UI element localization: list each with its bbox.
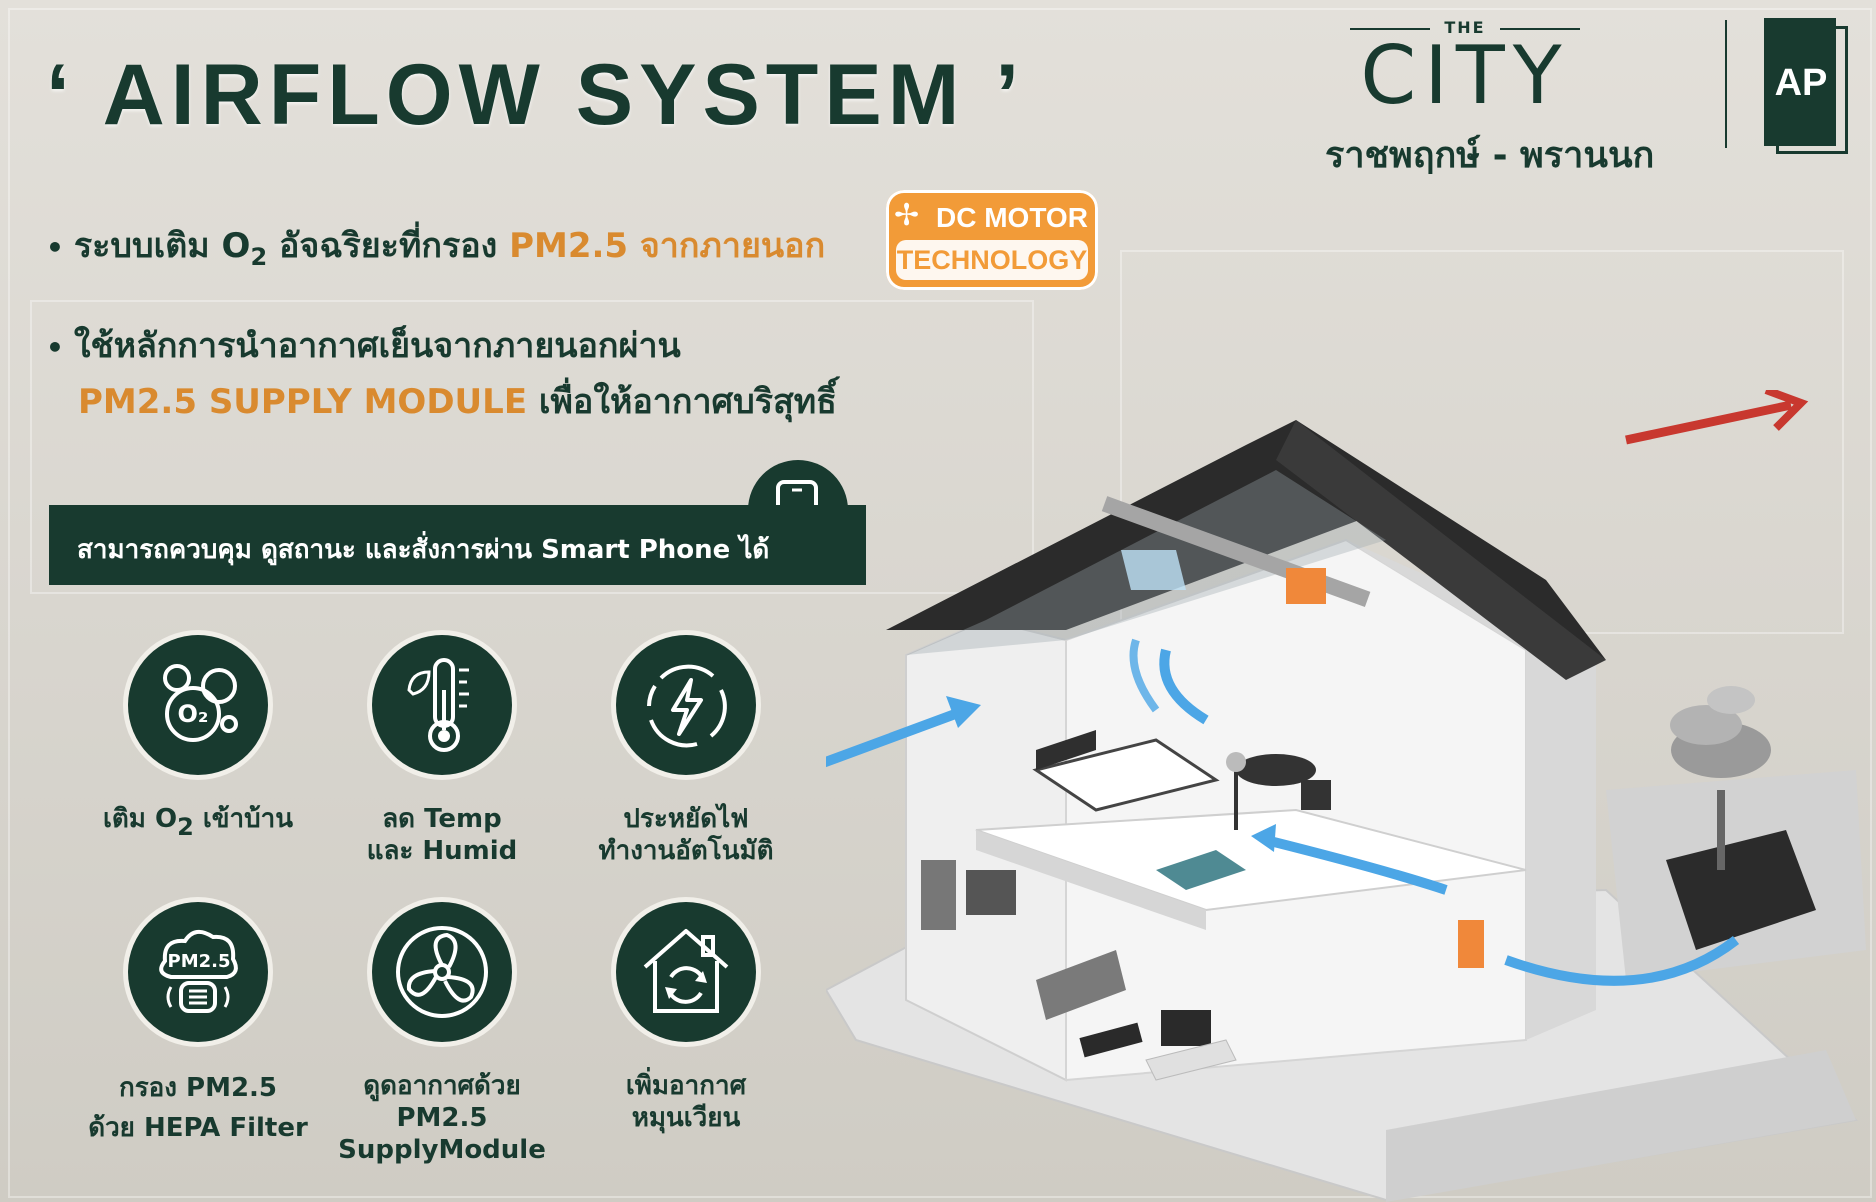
bullet-dot: •	[46, 331, 64, 364]
bullet-o2-filter: • ระบบเติม O2 อัจฉริยะที่กรอง PM2.5 จากภา…	[46, 218, 825, 272]
bullet-subscript: 2	[250, 243, 268, 271]
headline: ‘ AIRFLOW SYSTEM ’	[46, 47, 1026, 143]
exhaust-arrow-head	[1764, 390, 1809, 431]
bullet-text: เพื่อให้อากาศบริสุทธิ์	[527, 382, 837, 422]
dc-motor-label: DC MOTOR	[936, 202, 1088, 233]
technology-label: TECHNOLOGY	[896, 240, 1088, 280]
brand-logo: THE CITY ราชพฤกษ์ - พรานนก	[1325, 18, 1695, 176]
feature-circle	[372, 635, 512, 775]
feature-o2: O₂ เติม O2 เข้าบ้าน	[68, 635, 328, 843]
fan-icon	[396, 926, 488, 1018]
chair	[1301, 780, 1331, 810]
ap-logo-text: AP	[1774, 62, 1828, 104]
smartphone-control-text: สามารถควบคุม ดูสถานะ และสั่งการผ่าน Smar…	[77, 535, 770, 565]
brand-city: CITY	[1360, 29, 1570, 122]
upper-airflow-arrow	[1159, 648, 1209, 725]
table	[1236, 754, 1316, 786]
coffee-table	[1079, 1022, 1143, 1058]
fridge	[921, 860, 956, 930]
tv-stand	[1145, 1039, 1237, 1081]
feature-label: ประหยัดไฟทำงานอัตโนมัติ	[598, 804, 774, 866]
exhaust-airflow-arrow	[1625, 400, 1792, 445]
bullet-text: ใช้หลักการนำอากาศเย็นจากภายนอกผ่าน	[73, 326, 681, 366]
feature-label: เพิ่มอากาศหมุนเวียน	[625, 1071, 747, 1133]
feature-circle	[616, 635, 756, 775]
tv	[1161, 1010, 1211, 1046]
feature-circle: O₂	[128, 635, 268, 775]
wall-supply-filter	[1458, 920, 1484, 968]
intake-arrow-head	[946, 696, 981, 728]
brand-divider	[1725, 20, 1727, 148]
svg-text:O₂: O₂	[178, 700, 209, 728]
stairs	[1156, 850, 1246, 890]
upper-floor	[975, 808, 1527, 912]
intake-airflow-arrow	[826, 705, 968, 768]
house-airflow-illustration	[826, 390, 1866, 1202]
feature-circle	[372, 902, 512, 1042]
bullet-accent: PM2.5 จากภายนอก	[509, 226, 826, 266]
bed-headboard	[1036, 730, 1096, 770]
bullet-text: อัจฉริยะที่กรอง	[267, 226, 510, 266]
bullet-dot: •	[46, 231, 64, 264]
bullet-text: ระบบเติม O	[73, 226, 251, 266]
energy-cycle-icon	[647, 664, 727, 748]
lamp-shade	[1226, 752, 1246, 772]
svg-text:PM2.5: PM2.5	[168, 951, 231, 972]
bed	[1032, 738, 1220, 812]
thermometer-leaf-icon	[407, 658, 469, 752]
indoor-airflow-arrow	[1264, 835, 1448, 895]
o2-bubbles-icon: O₂	[163, 664, 238, 742]
bullet-supply-module: • ใช้หลักการนำอากาศเย็นจากภายนอกผ่าน	[46, 318, 681, 372]
bullet-accent: PM2.5 SUPPLY MODULE	[78, 382, 528, 422]
ap-logo: AP	[1764, 18, 1850, 154]
supply-module-unit	[1286, 568, 1326, 604]
ap-logo-block	[1764, 18, 1836, 146]
feature-circle	[616, 902, 756, 1042]
tree-canopy	[1707, 686, 1755, 714]
house-base-edge	[1386, 1050, 1856, 1202]
bullet-supply-module-line2: PM2.5 SUPPLY MODULE เพื่อให้อากาศบริสุทธ…	[78, 374, 837, 428]
upper-airflow-arrow	[1129, 638, 1160, 713]
fan-icon: ✢	[894, 198, 920, 233]
house-circulation-icon	[643, 929, 729, 1013]
kitchen-counter	[966, 870, 1016, 915]
floor-edge	[976, 830, 1206, 930]
feature-energy: ประหยัดไฟทำงานอัตโนมัติ	[556, 635, 816, 867]
indoor-arrow-head	[1251, 824, 1276, 852]
tree-canopy	[1670, 705, 1742, 745]
lower-intake-airflow-arrow	[1504, 936, 1740, 986]
background-panel	[30, 300, 1034, 594]
background-frame	[8, 8, 1872, 1198]
smartphone-control-banner: สามารถควบคุม ดูสถานะ และสั่งการผ่าน Smar…	[49, 505, 866, 585]
house-right-wall	[1346, 540, 1596, 1040]
house-roof	[886, 420, 1606, 660]
patio-rug	[1666, 830, 1816, 950]
sofa	[1036, 950, 1126, 1020]
brand-the: THE	[1325, 18, 1605, 37]
dc-motor-badge: ✢ DC MOTOR TECHNOLOGY	[886, 190, 1098, 290]
feature-circulate: เพิ่มอากาศหมุนเวียน	[556, 902, 816, 1134]
brand-location: ราชพฤกษ์ - พรานนก	[1325, 135, 1655, 176]
air-diffuser-plume	[1121, 550, 1186, 590]
roof-slope	[1276, 420, 1606, 680]
pm25-filter-icon: PM2.5	[159, 929, 238, 1013]
feature-label: เติม O2 เข้าบ้าน	[103, 804, 293, 841]
feature-circle: PM2.5	[128, 902, 268, 1042]
